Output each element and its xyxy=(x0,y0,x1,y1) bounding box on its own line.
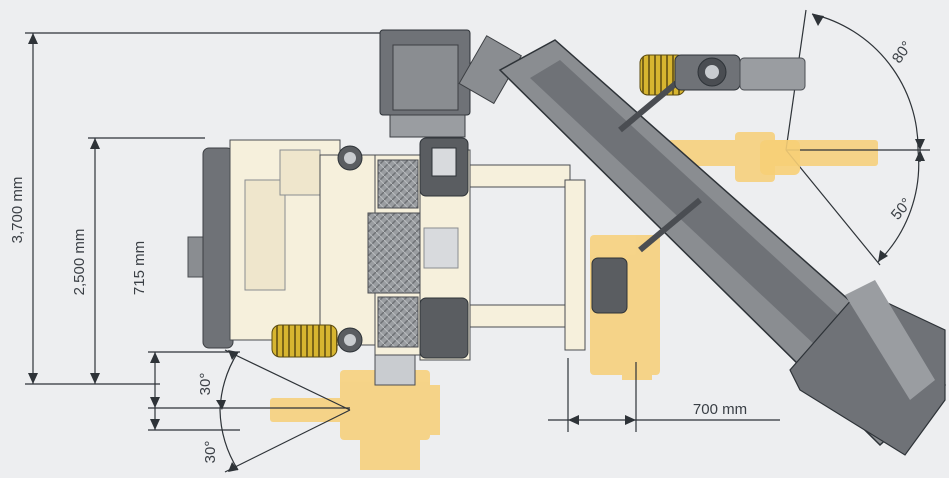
body-height-label: 2,500 mm xyxy=(71,229,88,296)
lateral-shift-label: 700 mm xyxy=(693,401,747,418)
conveyor-boom xyxy=(498,39,947,456)
angle-upper-left-label: 30° xyxy=(197,373,214,396)
center-module xyxy=(367,137,586,386)
dimension-arrowheads xyxy=(28,14,925,472)
total-height-label: 3,700 mm xyxy=(9,177,26,244)
angle-lower-left-label: 30° xyxy=(202,441,219,464)
angle-upper-right-label: 80° xyxy=(889,38,916,66)
offset-height-label: 715 mm xyxy=(131,241,148,295)
dimension-lines xyxy=(25,9,930,473)
angle-lower-right-label: 50° xyxy=(888,195,916,223)
ghost-swung-positions xyxy=(270,132,878,470)
top-engine-block xyxy=(379,29,523,138)
front-module xyxy=(187,139,376,353)
cutter-arm xyxy=(674,54,806,175)
